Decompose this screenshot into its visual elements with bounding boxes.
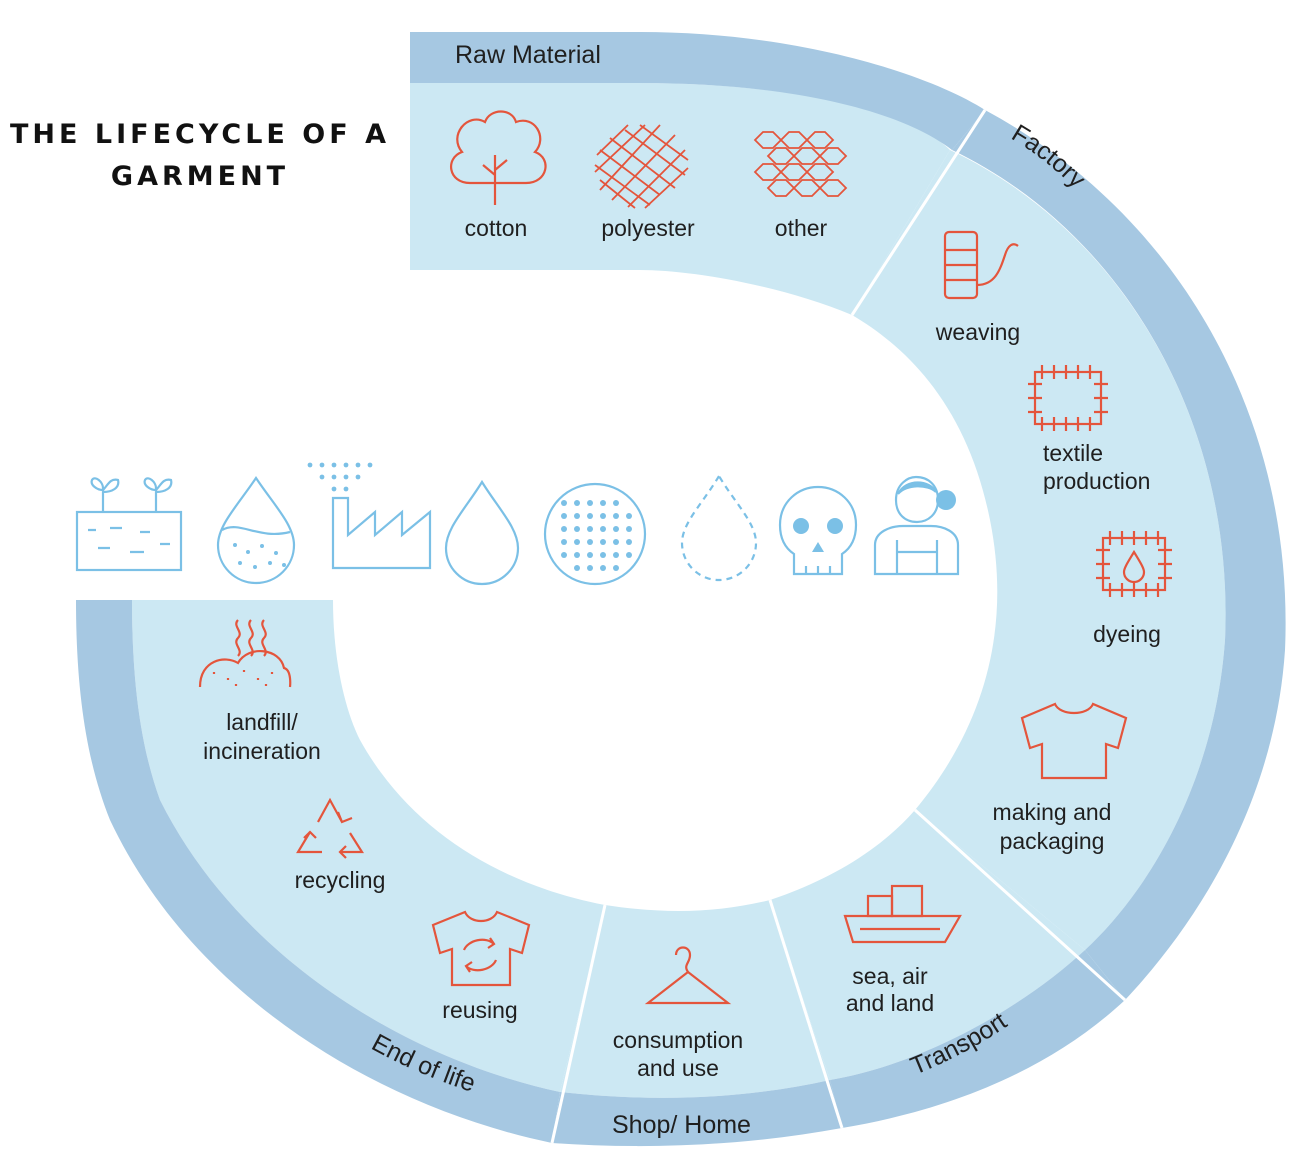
- label-recycling: recycling: [295, 867, 386, 893]
- microfibre-dot: [626, 513, 632, 519]
- polluted-water-drop-icon: [216, 476, 296, 585]
- label-production: production: [1043, 468, 1150, 494]
- factory-band: [952, 110, 1286, 1000]
- label-reusing: reusing: [442, 997, 517, 1023]
- stage-raw-material: Raw Material: [455, 41, 601, 69]
- microfibre-dot: [626, 526, 632, 532]
- shop-home-band: [552, 1080, 842, 1147]
- label-landfill: landfill/: [226, 709, 298, 735]
- label-and-use: and use: [637, 1055, 719, 1081]
- microfibre-dot: [587, 526, 593, 532]
- label-cotton: cotton: [465, 215, 528, 241]
- microfibre-dot: [613, 539, 619, 545]
- worker-icon: [873, 475, 960, 576]
- other-hexagon-icon: [753, 131, 848, 197]
- label-incineration: incineration: [203, 738, 321, 764]
- microfibre-dot: [613, 526, 619, 532]
- label-and-land: and land: [846, 990, 934, 1016]
- end-of-life-band: [76, 600, 560, 1143]
- microfibre-dot: [574, 539, 580, 545]
- label-making: making and: [993, 799, 1112, 825]
- polyester-icon: [594, 124, 689, 209]
- microfibre-dot: [561, 552, 567, 558]
- cotton-icon: [450, 110, 547, 205]
- dyeing-fabric-icon: [1096, 531, 1172, 597]
- transport-band: [830, 950, 1125, 1128]
- water-drop-icon: [444, 479, 520, 586]
- factory-panel: [852, 150, 1226, 950]
- microfibre-dots: [561, 500, 632, 571]
- microfibre-dot: [574, 526, 580, 532]
- textile-fabric-icon: [1028, 365, 1108, 431]
- microfibre-dot: [574, 500, 580, 506]
- microfibre-dot: [587, 539, 593, 545]
- microfibre-dot: [600, 539, 606, 545]
- microfibre-dot: [587, 500, 593, 506]
- tshirt-icon: [1020, 702, 1128, 780]
- microfibre-dot: [613, 552, 619, 558]
- microfibre-dot: [626, 539, 632, 545]
- label-polyester: polyester: [601, 215, 695, 241]
- skull-icon: [778, 485, 858, 576]
- microfibre-dot: [561, 500, 567, 506]
- microfibre-dot: [600, 513, 606, 519]
- label-packaging: packaging: [1000, 828, 1105, 854]
- microfibre-dot: [587, 565, 593, 571]
- label-weaving: weaving: [935, 319, 1020, 345]
- microfibre-dot: [613, 500, 619, 506]
- label-consumption: consumption: [613, 1027, 743, 1053]
- hanger-icon: [644, 946, 732, 1005]
- microfibre-dot: [600, 500, 606, 506]
- microfibre-dot: [613, 513, 619, 519]
- segment-dividers: [550, 109, 1127, 1144]
- microfibre-dot: [574, 552, 580, 558]
- ship-icon: [843, 884, 962, 944]
- microfibre-dot: [574, 513, 580, 519]
- microfibre-dot: [613, 565, 619, 571]
- shop-home-panel: [560, 900, 830, 1098]
- label-sea-air: sea, air: [852, 963, 928, 989]
- landfill-icon: [198, 619, 292, 688]
- microfibre-dot: [561, 539, 567, 545]
- spool-icon: [943, 230, 1019, 300]
- microfibre-circle-icon: [543, 482, 647, 586]
- raw-material-band: [410, 32, 985, 150]
- microfibre-dot: [561, 526, 567, 532]
- microfibre-dot: [600, 565, 606, 571]
- stage-shop-home: Shop/ Home: [612, 1111, 751, 1139]
- recycle-icon: [296, 797, 364, 859]
- label-other: other: [775, 215, 828, 241]
- microfibre-dot: [600, 526, 606, 532]
- factory-emissions-icon: [307, 462, 432, 570]
- transport-panel: [770, 810, 1085, 1080]
- label-dyeing: dyeing: [1093, 621, 1161, 647]
- microfibre-dot: [561, 513, 567, 519]
- microfibre-dot: [587, 552, 593, 558]
- microfibre-dot: [626, 552, 632, 558]
- microfibre-dot: [574, 565, 580, 571]
- plant-soil-icon: [75, 477, 183, 572]
- ring-bands: [76, 32, 1286, 1147]
- microfibre-dot: [587, 513, 593, 519]
- label-textile: textile: [1043, 440, 1103, 466]
- microfibre-dot: [600, 552, 606, 558]
- dashed-water-drop-icon: [680, 473, 758, 582]
- reuse-tshirt-icon: [431, 910, 531, 987]
- raw-material-panel: [410, 83, 950, 315]
